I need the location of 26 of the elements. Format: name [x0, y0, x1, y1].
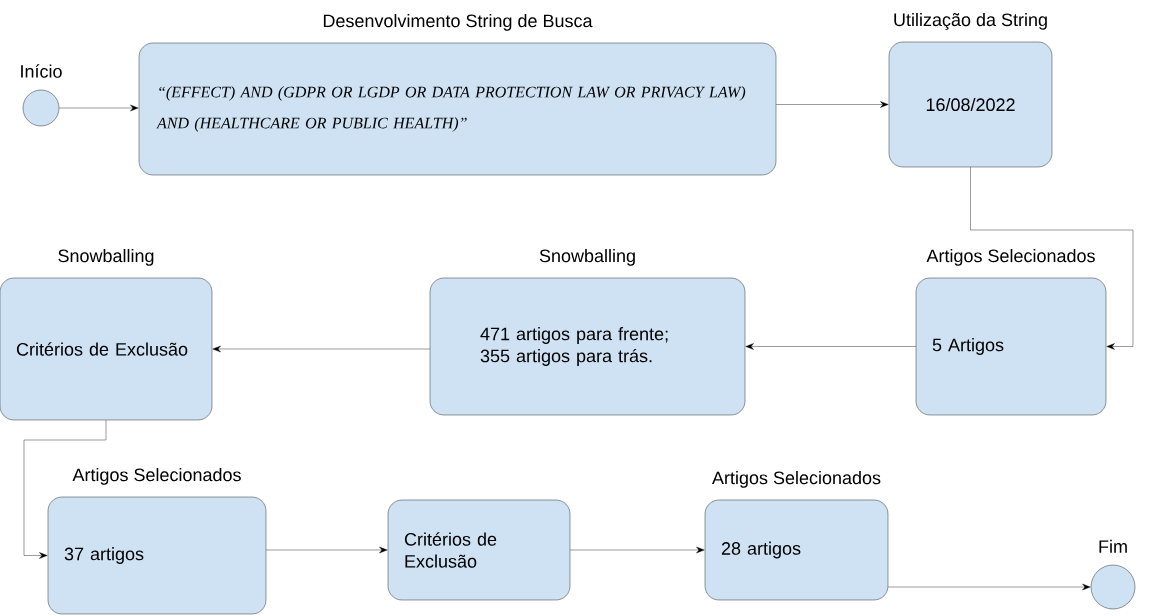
process-box: 16/08/2022	[888, 41, 1053, 168]
heading-label: Desenvolvimento String de Busca	[323, 14, 593, 31]
arrow	[23, 420, 107, 559]
process-box: Critérios de Exclusão	[0, 277, 213, 421]
arrow	[970, 167, 1134, 350]
arrow	[888, 583, 1091, 591]
heading-label: Artigos Selecionados	[712, 471, 881, 488]
heading-label: Snowballing	[539, 249, 635, 266]
circle-label: Fim	[1099, 539, 1127, 553]
process-box: 471 artigos para frente; 355 artigos para trás.	[429, 277, 746, 416]
process-box: 37 artigos	[47, 496, 267, 615]
heading-label: Artigos Selecionados	[926, 249, 1095, 266]
arrow	[266, 546, 388, 554]
process-box: 28 artigos	[704, 499, 889, 601]
circle-label: Início	[21, 64, 62, 78]
arrow	[745, 343, 916, 350]
process-box: “(EFFECT) AND (GDPR OR LGDP OR DATA PROTECTION LAW OR PRIVACY LAW) AND (HEALTHCARE OR PUBLIC HEALTH)”	[138, 42, 777, 176]
heading-label: Artigos Selecionados	[72, 468, 241, 485]
heading-label: Snowballing	[58, 249, 154, 266]
process-box: Critérios de Exclusão	[387, 499, 571, 601]
heading-label: Utilização da String	[894, 12, 1047, 30]
arrow	[570, 546, 705, 554]
process-box: 5 Artigos	[915, 277, 1107, 416]
arrow	[212, 345, 430, 353]
arrow	[776, 101, 889, 108]
arrow	[59, 104, 139, 112]
